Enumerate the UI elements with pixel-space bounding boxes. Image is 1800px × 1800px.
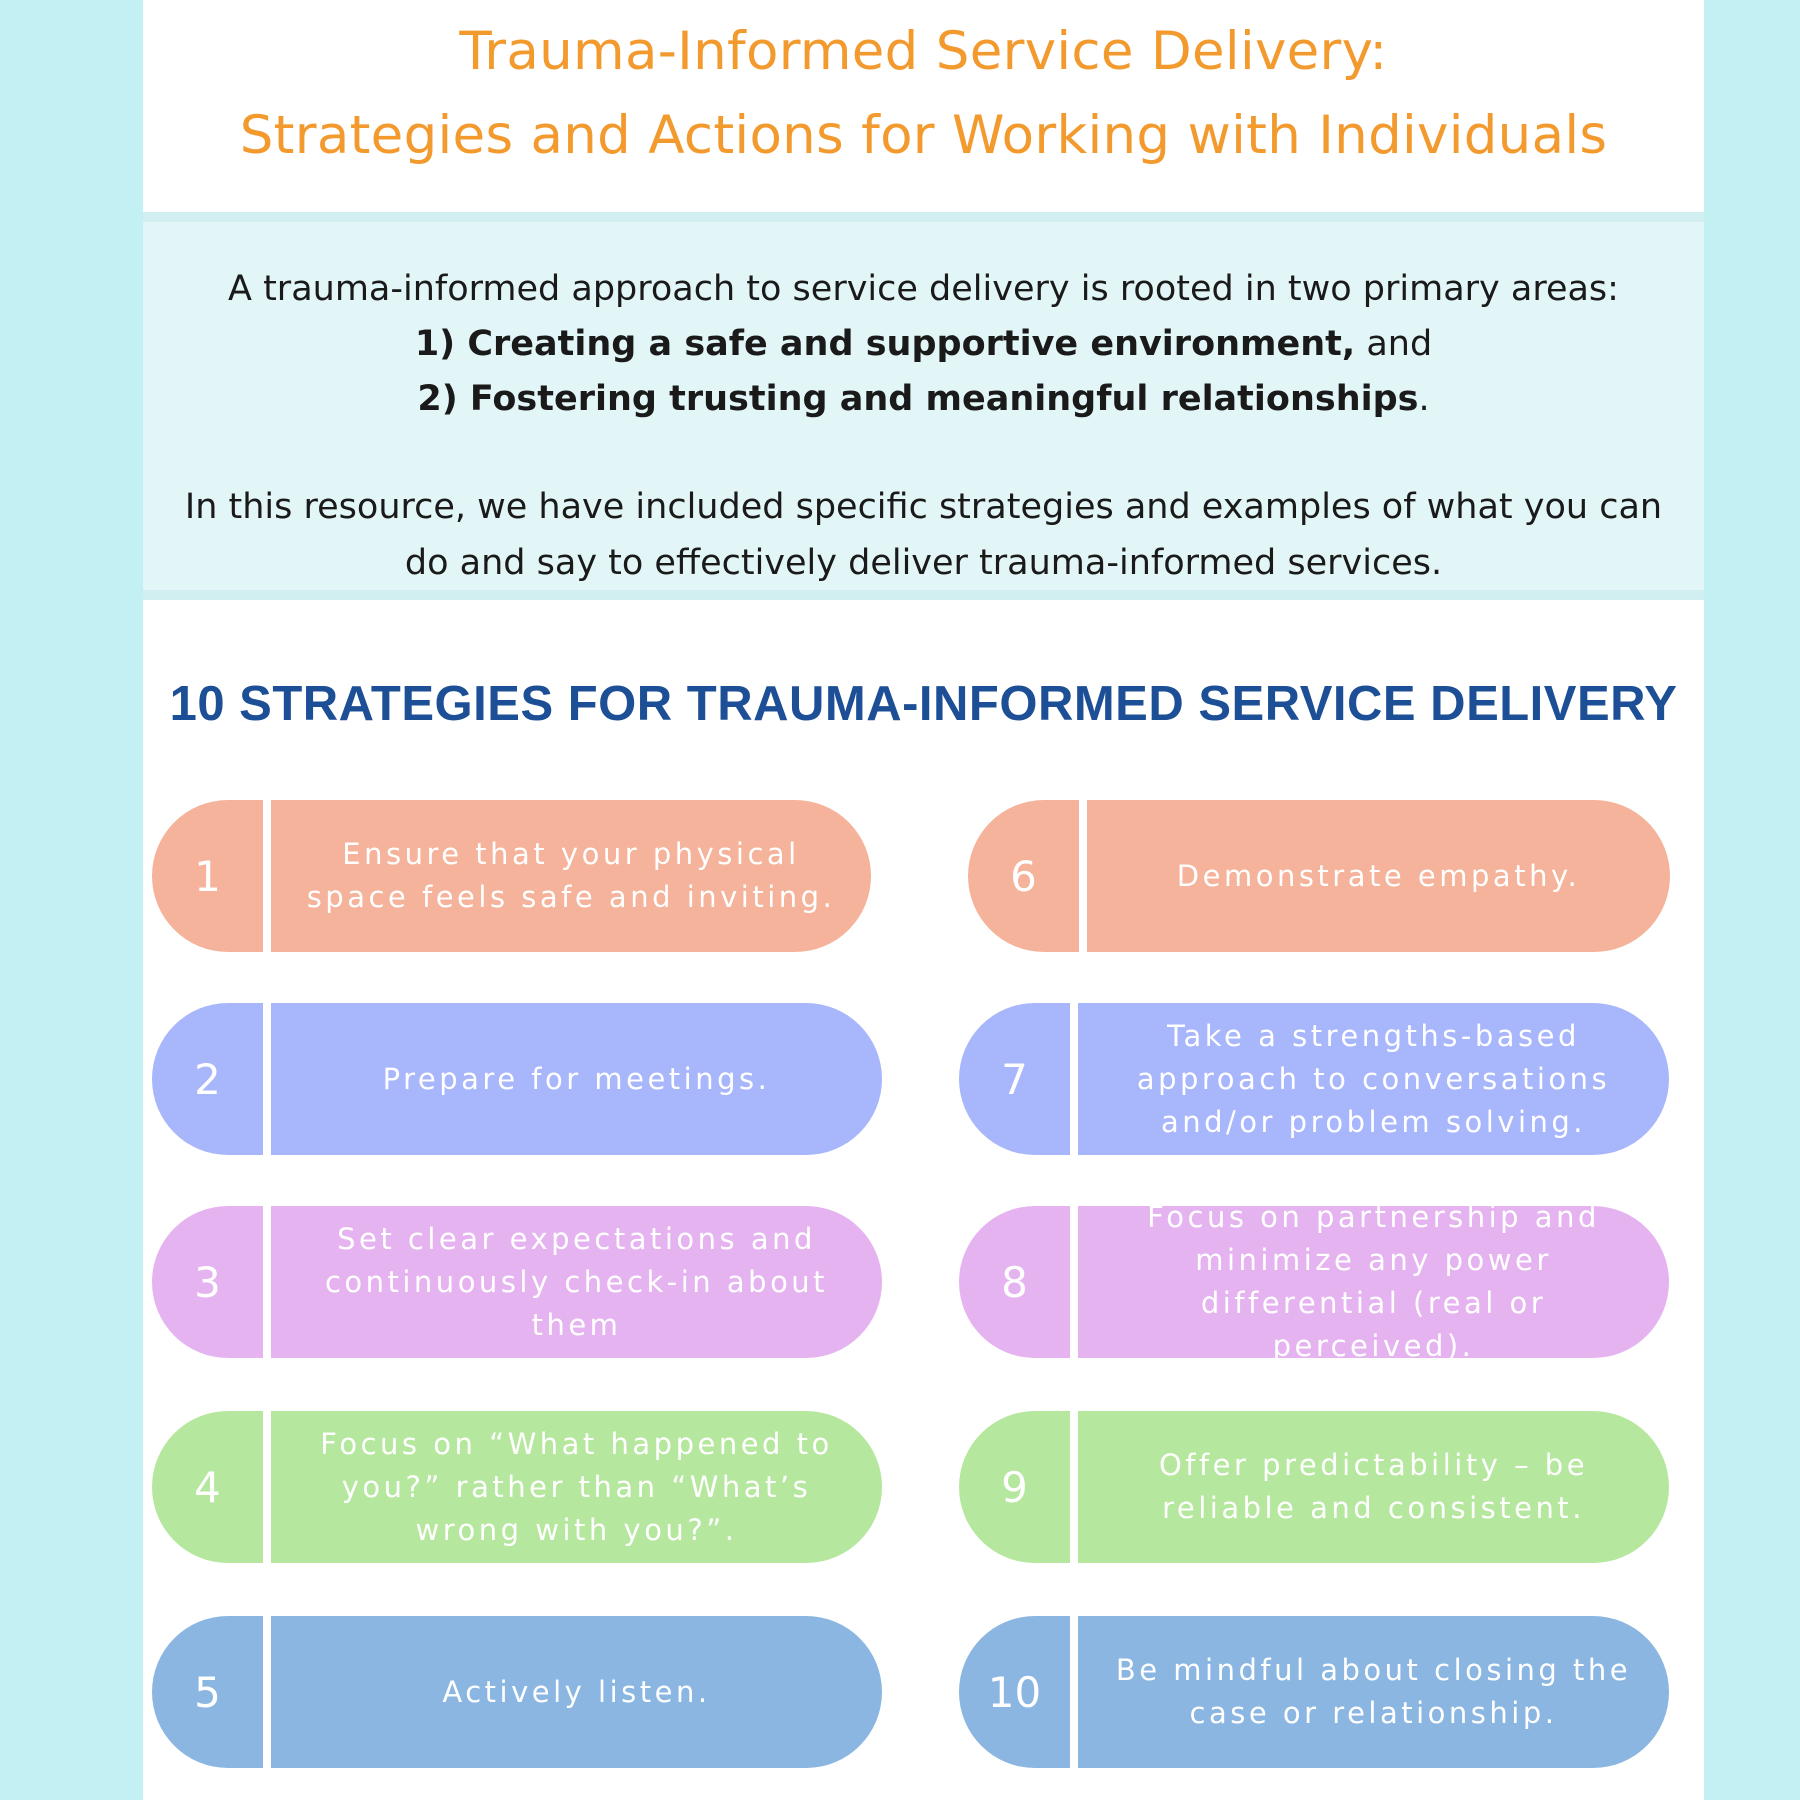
- strategy-text: Ensure that your physical space feels sa…: [306, 837, 836, 914]
- strategy-text: Offer predictability – be reliable and c…: [1158, 1448, 1589, 1525]
- strategy-text: Set clear expectations and continuously …: [324, 1221, 829, 1342]
- strategy-number: 1: [152, 800, 271, 952]
- strategy-text: Take a strengths-based approach to conve…: [1136, 1018, 1611, 1139]
- strategy-pill-6: 6 Demonstrate empathy.: [968, 800, 1670, 952]
- strategy-number: 8: [959, 1206, 1078, 1358]
- strategy-number: 9: [959, 1411, 1078, 1563]
- strategy-pill-8: 8 Focus on partnership and minimize any …: [959, 1206, 1669, 1358]
- title-line-1: Trauma-Informed Service Delivery:: [459, 21, 1388, 82]
- strategy-pill-1: 1 Ensure that your physical space feels …: [152, 800, 871, 952]
- strategy-text: Focus on “What happened to you?” rather …: [320, 1426, 833, 1547]
- strategy-pill-9: 9 Offer predictability – be reliable and…: [959, 1411, 1669, 1563]
- title-block: Trauma-Informed Service Delivery: Strate…: [143, 0, 1704, 212]
- title-line-2: Strategies and Actions for Working with …: [239, 105, 1608, 166]
- intro-area-2: 2) Fostering trusting and meaningful rel…: [143, 372, 1704, 427]
- strategy-number: 3: [152, 1206, 271, 1358]
- strategy-text: Actively listen.: [442, 1674, 711, 1709]
- strategy-text: Demonstrate empathy.: [1176, 858, 1581, 893]
- resource-description: In this resource, we have included speci…: [184, 487, 1663, 583]
- intro-area-1: 1) Creating a safe and supportive enviro…: [143, 317, 1704, 372]
- intro-lead: A trauma-informed approach to service de…: [228, 269, 1619, 309]
- infographic-page: Trauma-Informed Service Delivery: Strate…: [143, 0, 1704, 1800]
- strategy-text: Be mindful about closing the case or rel…: [1115, 1653, 1632, 1730]
- strategy-number: 4: [152, 1411, 271, 1563]
- strategies-heading: 10 STRATEGIES FOR TRAUMA-INFORMED SERVIC…: [169, 677, 1678, 731]
- strategy-pill-2: 2 Prepare for meetings.: [152, 1003, 882, 1155]
- strategy-text: Prepare for meetings.: [382, 1061, 771, 1096]
- intro-area-2-bold: 2) Fostering trusting and meaningful rel…: [417, 379, 1419, 419]
- strategy-number: 10: [959, 1616, 1078, 1768]
- intro-text: A trauma-informed approach to service de…: [143, 262, 1704, 427]
- strategy-pill-5: 5 Actively listen.: [152, 1616, 882, 1768]
- strategy-number: 7: [959, 1003, 1078, 1155]
- strategy-pill-7: 7 Take a strengths-based approach to con…: [959, 1003, 1669, 1155]
- strategy-number: 2: [152, 1003, 271, 1155]
- intro-area-2-tail: .: [1418, 379, 1430, 419]
- strategy-pill-4: 4 Focus on “What happened to you?” rathe…: [152, 1411, 882, 1563]
- strategy-pill-10: 10 Be mindful about closing the case or …: [959, 1616, 1669, 1768]
- intro-area-1-bold: 1) Creating a safe and supportive enviro…: [414, 324, 1356, 364]
- strategy-number: 5: [152, 1616, 271, 1768]
- intro-area-1-tail: and: [1355, 324, 1433, 364]
- strategy-text: Focus on partnership and minimize any po…: [1147, 1206, 1600, 1358]
- strategy-number: 6: [968, 800, 1087, 952]
- intro-band: A trauma-informed approach to service de…: [143, 212, 1704, 600]
- strategy-pill-3: 3 Set clear expectations and continuousl…: [152, 1206, 882, 1358]
